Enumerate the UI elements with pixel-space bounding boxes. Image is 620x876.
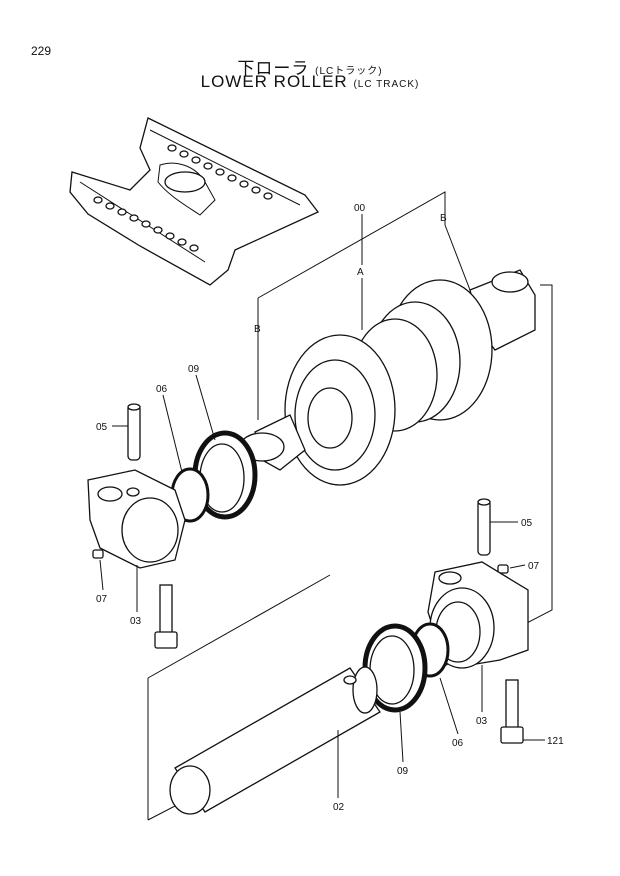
pin-right bbox=[477, 498, 491, 556]
track-frame-illustration bbox=[69, 117, 320, 286]
frame-bolt bbox=[251, 186, 261, 194]
callout-09-top: 09 bbox=[188, 364, 200, 375]
callout-121: 121 bbox=[547, 736, 564, 747]
lower-roller-assembly bbox=[239, 269, 536, 486]
frame-bolt bbox=[227, 174, 237, 182]
frame-bolt bbox=[117, 208, 127, 216]
title-en-sub: (LC TRACK) bbox=[353, 79, 420, 90]
frame-bolts-lower bbox=[93, 196, 199, 252]
callout-b-top: B bbox=[440, 213, 447, 224]
callout-05-left: 05 bbox=[96, 422, 108, 433]
frame-bolt bbox=[93, 196, 103, 204]
callout-09-bottom: 09 bbox=[397, 766, 409, 777]
callout-02: 02 bbox=[333, 802, 345, 813]
callout-leaders bbox=[99, 214, 545, 798]
frame-bolt bbox=[179, 150, 189, 158]
frame-bolt bbox=[129, 214, 139, 222]
plug-left bbox=[92, 549, 104, 559]
frame-bolt bbox=[153, 226, 163, 234]
frame-bolt bbox=[141, 220, 151, 228]
frame-bolt bbox=[203, 162, 213, 170]
frame-bolt bbox=[165, 232, 175, 240]
callout-07-right: 07 bbox=[528, 561, 540, 572]
frame-bolt bbox=[263, 192, 273, 200]
bolt-121 bbox=[500, 679, 524, 744]
collar-right bbox=[427, 561, 529, 669]
frame-bolts-upper bbox=[167, 144, 273, 200]
frame-bolt bbox=[167, 144, 177, 152]
frame-bolt bbox=[105, 202, 115, 210]
title-jp-sub: (LCトラック) bbox=[315, 66, 383, 77]
callout-a: A bbox=[357, 267, 364, 278]
frame-bolt bbox=[239, 180, 249, 188]
callout-06-bottom: 06 bbox=[452, 738, 464, 749]
callout-03-right: 03 bbox=[476, 716, 488, 727]
callout-05-right: 05 bbox=[521, 518, 533, 529]
frame-bolt bbox=[215, 168, 225, 176]
frame-bolt bbox=[191, 156, 201, 164]
callout-b-left: B bbox=[254, 324, 261, 335]
callout-07-left: 07 bbox=[96, 594, 108, 605]
title-japanese: 下ローラ (LCトラック) bbox=[0, 54, 620, 79]
plug-right bbox=[497, 564, 509, 574]
frame-bolt bbox=[177, 238, 187, 246]
bolt-left bbox=[154, 584, 178, 649]
title-jp-main: 下ローラ bbox=[237, 59, 310, 78]
page-number: 229 bbox=[31, 44, 52, 58]
title-en-main: LOWER ROLLER bbox=[200, 72, 348, 91]
callout-06-top: 06 bbox=[156, 384, 168, 395]
pin-left bbox=[127, 403, 141, 461]
collar-left bbox=[87, 469, 186, 569]
title-english: LOWER ROLLER (LC TRACK) bbox=[0, 72, 620, 92]
shaft bbox=[169, 666, 381, 815]
callout-03-left: 03 bbox=[130, 616, 142, 627]
callout-00: 00 bbox=[354, 203, 366, 214]
floating-seal-lower bbox=[362, 623, 428, 713]
frame-bolt bbox=[189, 244, 199, 252]
